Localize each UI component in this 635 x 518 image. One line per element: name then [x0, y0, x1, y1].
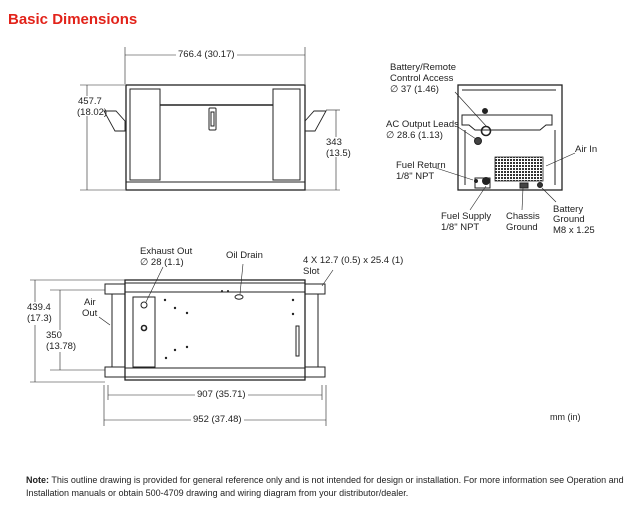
battery-ground-label: Battery [553, 204, 584, 215]
front-width-label: 766.4 (30.17) [176, 49, 237, 60]
exhaust-size: ∅ 28 (1.1) [140, 257, 184, 268]
note-text: This outline drawing is provided for gen… [26, 475, 624, 498]
mount-depth-label: 350 [46, 330, 62, 341]
units-label: mm (in) [550, 412, 581, 422]
ac-output-label: AC Output Leads [386, 119, 459, 130]
air-in-label: Air In [575, 144, 598, 155]
chassis-ground-label: Chassis [506, 211, 540, 222]
front-view-drawing [80, 47, 340, 191]
air-out-label: Air [84, 297, 96, 308]
depth-inch-label: (17.3) [27, 313, 52, 324]
chassis-ground-label-2: Ground [506, 222, 538, 233]
bottom-view-drawing [30, 263, 334, 426]
oil-drain-label: Oil Drain [226, 250, 263, 261]
front-height-label: 457.7 [78, 96, 102, 107]
depth-label: 439.4 [27, 302, 51, 313]
fuel-supply-size: 1/8" NPT [441, 222, 480, 233]
battery-ground-label-2: Ground [553, 214, 585, 225]
exhaust-label: Exhaust Out [140, 246, 193, 257]
mount-depth-inch-label: (13.78) [46, 341, 77, 352]
mount-length-label: 907 (35.71) [195, 389, 248, 400]
battery-access-size: ∅ 37 (1.46) [390, 84, 439, 95]
battery-access-label-2: Control Access [390, 73, 454, 84]
page-title: Basic Dimensions [8, 11, 138, 28]
footnote: Note: This outline drawing is provided f… [26, 474, 626, 500]
mount-height-label: 343 [326, 137, 342, 148]
air-out-label-2: Out [82, 308, 98, 319]
side-view-drawing [435, 84, 576, 211]
front-height-inch-label: (18.02) [77, 107, 108, 118]
overall-length-label: 952 (37.48) [191, 414, 244, 425]
slot-label: 4 X 12.7 (0.5) x 25.4 (1) [303, 255, 404, 266]
battery-access-label: Battery/Remote [390, 62, 456, 73]
ac-output-size: ∅ 28.6 (1.13) [386, 130, 443, 141]
fuel-return-size: 1/8" NPT [396, 171, 435, 182]
fuel-supply-label: Fuel Supply [441, 211, 492, 222]
battery-ground-size: M8 x 1.25 [553, 225, 595, 236]
note-label: Note: [26, 475, 49, 485]
slot-label-2: Slot [303, 266, 320, 277]
fuel-return-label: Fuel Return [396, 160, 446, 171]
mount-height-inch-label: (13.5) [326, 148, 351, 159]
